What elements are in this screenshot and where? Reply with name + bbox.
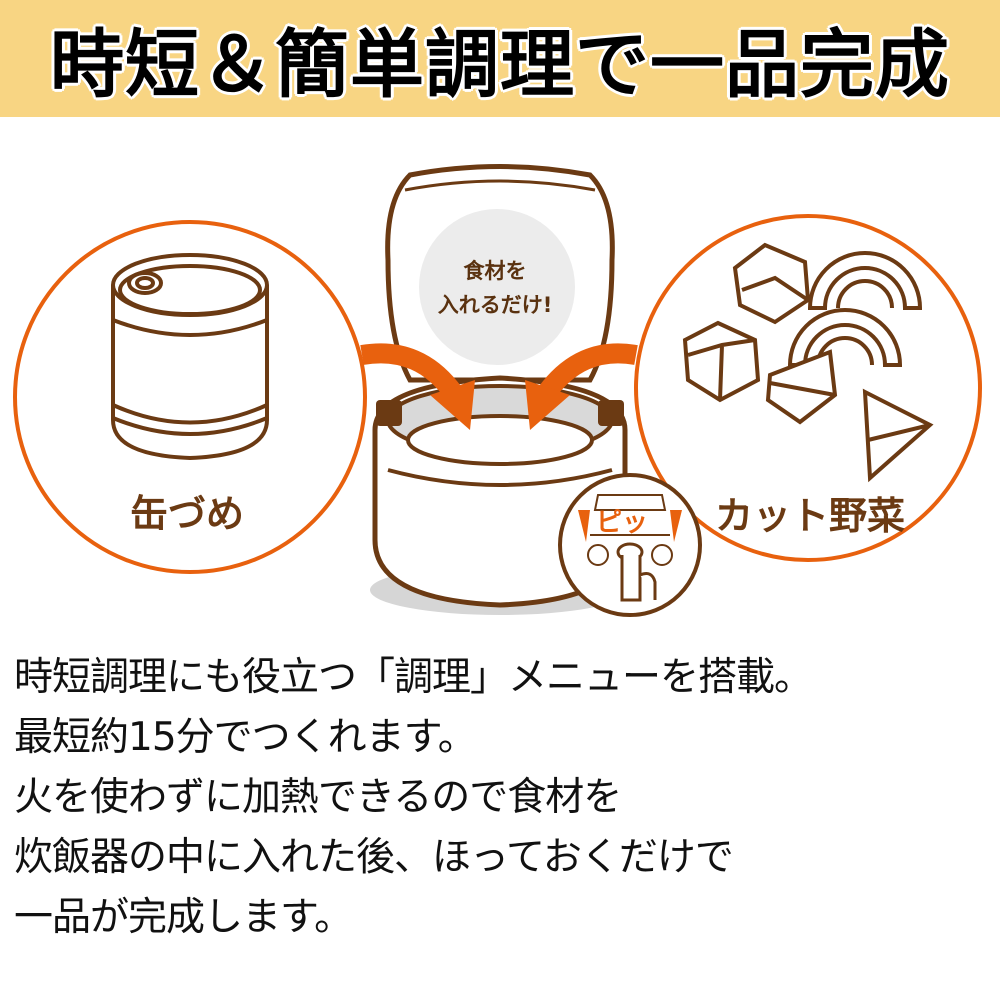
description-line: 炊飯器の中に入れた後、ほっておくだけで xyxy=(14,835,734,880)
page-title: 時短＆簡単調理で一品完成 xyxy=(50,22,950,108)
description-line: 最短約15分でつくれます。 xyxy=(14,715,477,760)
description-line: 時短調理にも役立つ「調理」メニューを搭載。 xyxy=(14,655,813,700)
center-bubble-text: 食材を 入れるだけ! xyxy=(400,254,590,322)
vegetables-label: カット野菜 xyxy=(715,494,906,538)
description: 時短調理にも役立つ「調理」メニューを搭載。 最短約15分でつくれます。 火を使わ… xyxy=(14,648,1000,948)
arrow-left-icon xyxy=(360,343,475,430)
beep-sound-text: ピッ xyxy=(596,508,649,538)
arrow-right-icon xyxy=(525,343,638,430)
header-banner: 時短＆簡単調理で一品完成 xyxy=(0,0,1000,117)
bubble-line-1: 食材を xyxy=(463,259,527,283)
can-label: 缶づめ xyxy=(130,492,245,536)
bubble-line-2: 入れるだけ! xyxy=(437,293,553,317)
description-line: 一品が完成します。 xyxy=(14,895,353,940)
description-line: 火を使わずに加熱できるので食材を xyxy=(14,775,622,820)
cut-vegetables-icon xyxy=(682,242,934,483)
button-zoom-circle xyxy=(558,473,702,617)
can-icon xyxy=(111,253,269,461)
rice-cooker-lid xyxy=(385,164,615,383)
cooking-illustration: 食材を 入れるだけ! 缶づめ カット野菜 ピッ xyxy=(0,117,1000,637)
